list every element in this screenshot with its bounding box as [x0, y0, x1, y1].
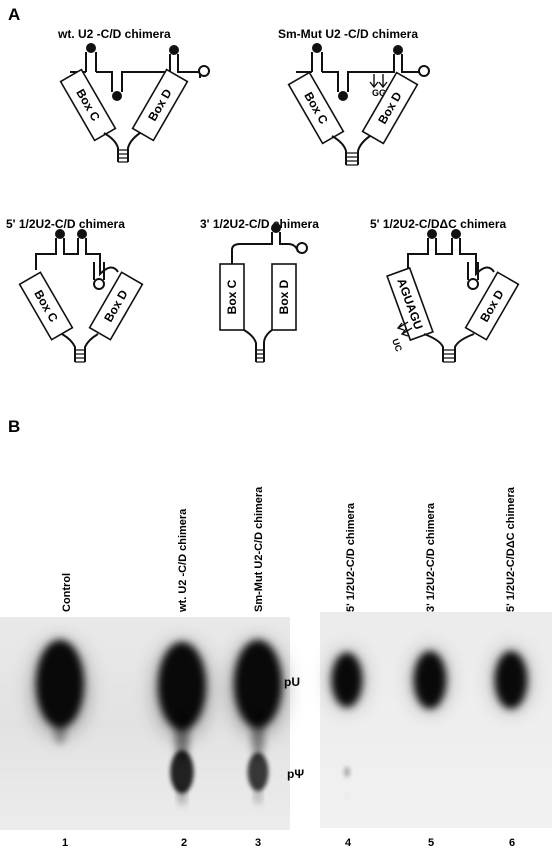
- stem-loop-icon: [427, 229, 437, 239]
- box-c: Box C: [219, 263, 245, 331]
- mutation-arrow-icon: [369, 74, 388, 89]
- box-c-label: Box C: [225, 279, 239, 314]
- pu-spot-tail: [54, 720, 66, 744]
- construct-sm-mut-u2: Sm-Mut U2 -C/D chimera GG Box C Box D: [278, 27, 430, 166]
- construct-3-half-u2: 3' 1/2U2-C/D chimera Box C Box D: [200, 217, 319, 363]
- mutation-label: GG: [372, 88, 386, 98]
- ppsi-spot: [344, 766, 350, 778]
- construct-5-half-u2-delta-c: 5' 1/2U2-C/DΔC chimera AGUAGU UC Box D: [370, 217, 520, 363]
- construct-title: wt. U2 -C/D chimera: [57, 27, 171, 41]
- box-c: Box C: [287, 71, 345, 145]
- box-c: Box C: [18, 271, 74, 341]
- stem-loop-icon: [418, 65, 430, 77]
- stem-loop-icon: [296, 242, 308, 254]
- box-d: Box D: [131, 68, 189, 142]
- stem-loop-icon: [55, 229, 65, 239]
- ppsi-spot-tail: [178, 787, 186, 805]
- construct-title: 5' 1/2U2-C/D chimera: [6, 217, 125, 231]
- stem-loop-icon: [86, 43, 96, 53]
- stem-loop-icon: [338, 91, 348, 101]
- stem-loop-icon: [93, 278, 105, 290]
- pu-spot: [36, 640, 84, 728]
- pu-spot: [494, 651, 528, 709]
- ppsi-spot-tail: [345, 793, 349, 799]
- pu-spot: [413, 651, 447, 709]
- mutation-label: UC: [390, 337, 404, 353]
- box-d: Box D: [271, 263, 297, 331]
- ppsi-label: pΨ: [287, 767, 304, 781]
- gel-left: [0, 617, 290, 830]
- construct-title: Sm-Mut U2 -C/D chimera: [278, 27, 418, 41]
- construct-5-half-u2: 5' 1/2U2-C/D chimera Box C Box D: [6, 217, 144, 363]
- stem-loop-icon: [451, 229, 461, 239]
- stem-loop-icon: [198, 65, 210, 77]
- box-c: Box C: [59, 68, 117, 142]
- ppsi-spot: [247, 752, 269, 792]
- lane-number-1: 1: [62, 837, 68, 849]
- construct-title: 5' 1/2U2-C/DΔC chimera: [370, 217, 507, 231]
- lane-number-6: 6: [509, 837, 515, 849]
- lane-number-5: 5: [428, 837, 434, 849]
- gel-right: [320, 612, 552, 828]
- box-d: Box D: [464, 271, 520, 341]
- pu-spot: [234, 640, 282, 728]
- stem-loop-icon: [169, 45, 179, 55]
- lane-number-4: 4: [345, 837, 352, 849]
- ppsi-spot-tail: [254, 788, 262, 804]
- lane-label-4: 5' 1/2U2-C/D chimera: [345, 502, 357, 612]
- mutation-arrow-icon: [396, 321, 413, 337]
- stem-loop-icon: [393, 45, 403, 55]
- ppsi-spot: [170, 750, 194, 794]
- stem-loop-icon: [312, 43, 322, 53]
- panel-a-letter: A: [8, 5, 20, 24]
- panel-b-letter: B: [8, 417, 20, 436]
- lane-label-2: wt. U2 -C/D chimera: [177, 508, 189, 613]
- stem-loop-icon: [467, 278, 479, 290]
- lane-label-1: Control: [61, 573, 73, 612]
- ppsi-smear: [251, 708, 265, 760]
- box-d-label: Box D: [277, 279, 291, 314]
- pu-label: pU: [284, 675, 300, 689]
- stem-loop-icon: [77, 229, 87, 239]
- construct-title: 3' 1/2U2-C/D chimera: [200, 217, 319, 231]
- stem-loop-icon: [271, 223, 281, 233]
- lane-label-3: Sm-Mut U2-C/D chimera: [253, 486, 265, 612]
- construct-wt-u2: wt. U2 -C/D chimera Box C Box D: [57, 27, 210, 163]
- ppsi-smear: [174, 709, 190, 761]
- lane-label-5: 3' 1/2U2-C/D chimera: [425, 502, 437, 612]
- lane-label-6: 5' 1/2U2-C/DΔC chimera: [505, 486, 517, 612]
- lane-number-2: 2: [181, 837, 187, 849]
- stem-loop-icon: [112, 91, 122, 101]
- lane-number-3: 3: [255, 837, 261, 849]
- pu-spot: [158, 642, 206, 730]
- pu-spot: [331, 652, 363, 708]
